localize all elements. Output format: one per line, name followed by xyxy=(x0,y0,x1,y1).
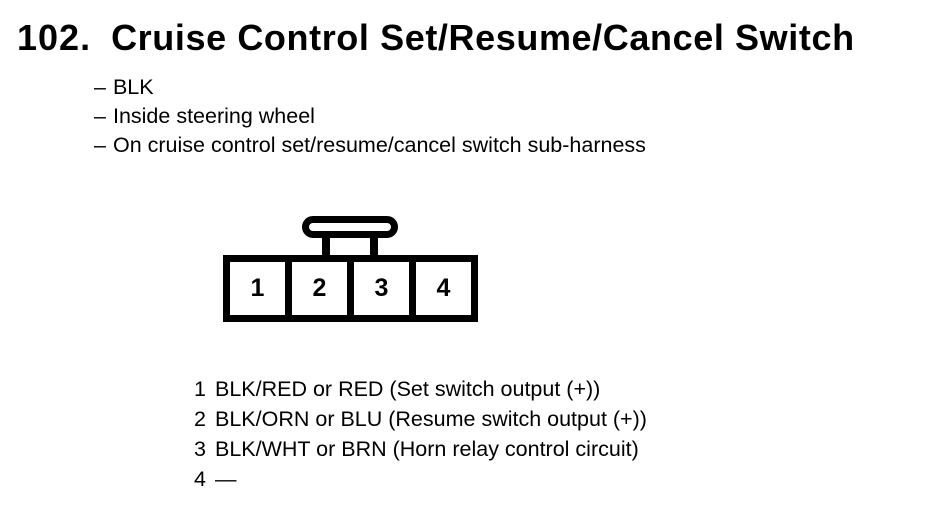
connector-pin-cell-3: 3 xyxy=(354,262,416,315)
connector-pin-cell-1: 1 xyxy=(230,262,292,315)
pin-cell-number: 2 xyxy=(312,274,327,302)
pinout-pin-number: 1 xyxy=(194,377,206,401)
pin-cell-number: 3 xyxy=(374,274,389,302)
pinout-pin-description: — xyxy=(215,467,237,491)
pinout-pin-number: 3 xyxy=(194,437,206,461)
detail-text: BLK xyxy=(112,75,154,99)
lock-tab-right-leg xyxy=(370,230,378,256)
connector-body: 1 2 3 4 xyxy=(223,255,478,322)
section-number: 102. xyxy=(17,17,92,58)
pinout-row: 2 BLK/ORN or BLU (Resume switch output (… xyxy=(192,404,647,434)
page-title: Cruise Control Set/Resume/Cancel Switch xyxy=(111,17,855,58)
pinout-row: 1 BLK/RED or RED (Set switch output (+)) xyxy=(192,374,647,404)
list-item: – BLK xyxy=(94,73,646,102)
pin-cell-number: 1 xyxy=(250,274,265,302)
pinout-row: 4 — xyxy=(192,464,647,494)
pinout-list: 1 BLK/RED or RED (Set switch output (+))… xyxy=(192,374,647,494)
detail-list: – BLK – Inside steering wheel – On cruis… xyxy=(94,73,646,160)
list-item: – On cruise control set/resume/cancel sw… xyxy=(94,131,646,160)
lock-tab-handle xyxy=(302,216,398,238)
pinout-pin-description: BLK/RED or RED (Set switch output (+)) xyxy=(215,377,601,401)
dash-bullet: – xyxy=(94,133,106,157)
section-header: 102. Cruise Control Set/Resume/Cancel Sw… xyxy=(17,16,855,60)
connector-pin-cell-2: 2 xyxy=(292,262,354,315)
connector-lock-tab xyxy=(302,216,398,256)
list-item: – Inside steering wheel xyxy=(94,102,646,131)
pinout-pin-description: BLK/ORN or BLU (Resume switch output (+)… xyxy=(215,407,647,431)
lock-tab-left-leg xyxy=(322,230,330,256)
dash-bullet: – xyxy=(94,104,106,128)
pinout-pin-number: 2 xyxy=(194,407,206,431)
detail-text: Inside steering wheel xyxy=(112,104,315,128)
pinout-pin-description: BLK/WHT or BRN (Horn relay control circu… xyxy=(215,437,639,461)
connector-pin-cell-4: 4 xyxy=(416,262,471,315)
pinout-row: 3 BLK/WHT or BRN (Horn relay control cir… xyxy=(192,434,647,464)
dash-bullet: – xyxy=(94,75,106,99)
pin-cell-number: 4 xyxy=(436,274,451,302)
detail-text: On cruise control set/resume/cancel swit… xyxy=(112,133,646,157)
pinout-pin-number: 4 xyxy=(194,467,206,491)
